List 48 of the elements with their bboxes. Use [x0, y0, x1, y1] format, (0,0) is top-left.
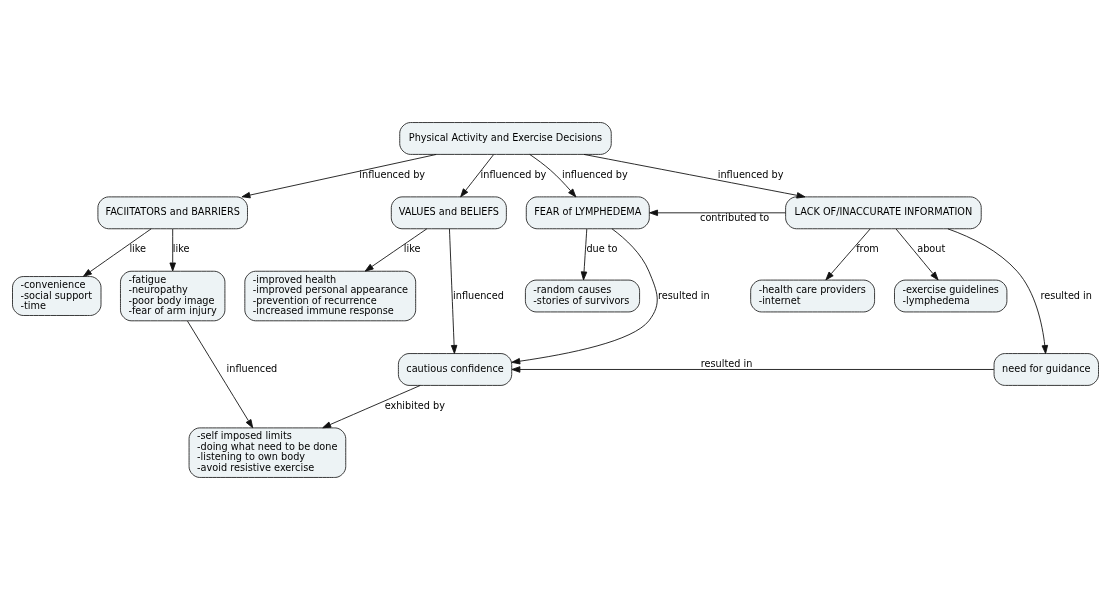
- edge-label: influenced by: [561, 168, 628, 180]
- edge-label: exhibited by: [384, 399, 445, 411]
- node-box: LACK OF/INACCURATE INFORMATION: [785, 195, 982, 229]
- arrow: [947, 227, 1049, 354]
- edge-label: influenced: [453, 289, 504, 300]
- node-box: -self imposed limits -doing what need to be done -listening to own body -avoid resistive exercise: [188, 426, 347, 478]
- arrow: [825, 228, 871, 280]
- arrow: [895, 228, 939, 280]
- arrow: [322, 384, 421, 428]
- node-box: -convenience -social support -time: [12, 275, 102, 316]
- arrow: [649, 209, 786, 216]
- arrow: [511, 365, 995, 373]
- arrow: [580, 228, 588, 280]
- edge-label: influenced by: [359, 168, 426, 180]
- node-box: -exercise guidelines -lymphedema: [894, 279, 1008, 312]
- arrow: [529, 153, 577, 197]
- edge-label: influenced by: [480, 168, 547, 180]
- edge-label: due to: [586, 242, 618, 254]
- arrow: [83, 227, 152, 277]
- arrow: [187, 320, 254, 428]
- edge-label: resulted in: [1040, 289, 1092, 300]
- arrow: [460, 153, 494, 197]
- node-box: -fatigue -neuropathy -poor body image -fear of arm injury: [120, 270, 226, 321]
- arrow: [364, 227, 428, 272]
- node-box: cautious confidence: [397, 352, 513, 386]
- node-box: -health care providers -internet: [750, 279, 875, 312]
- edge-label: like: [403, 242, 421, 254]
- node-box: -improved health -improved personal appearance -prevention of recurrence -increased immune response: [244, 270, 417, 321]
- node-box: -random causes -stories of survivors: [524, 279, 641, 312]
- edge-label: influenced by: [717, 168, 784, 180]
- edge-label: from: [856, 242, 879, 254]
- arrow: [241, 153, 437, 198]
- node-box: FEAR of LYMPHEDEMA: [525, 195, 650, 229]
- edge-label: like: [172, 242, 190, 254]
- node-box: need for guidance: [993, 352, 1099, 386]
- node-box: FACIITATORS and BARRIERS: [97, 195, 248, 229]
- edge-label: contributed to: [700, 211, 770, 223]
- arrow: [169, 228, 176, 271]
- node-box: VALUES and BELIEFS: [390, 195, 507, 229]
- arrow: [511, 227, 658, 364]
- edge-label: influenced: [226, 362, 278, 374]
- edge-label: like: [129, 242, 147, 254]
- edge-label: about: [917, 242, 946, 254]
- node-box: Physical Activity and Exercise Decisions: [399, 121, 612, 155]
- arrow: [583, 153, 806, 199]
- arrow: [449, 227, 458, 354]
- edge-label: resulted in: [658, 289, 710, 300]
- edge-label: resulted in: [700, 357, 753, 369]
